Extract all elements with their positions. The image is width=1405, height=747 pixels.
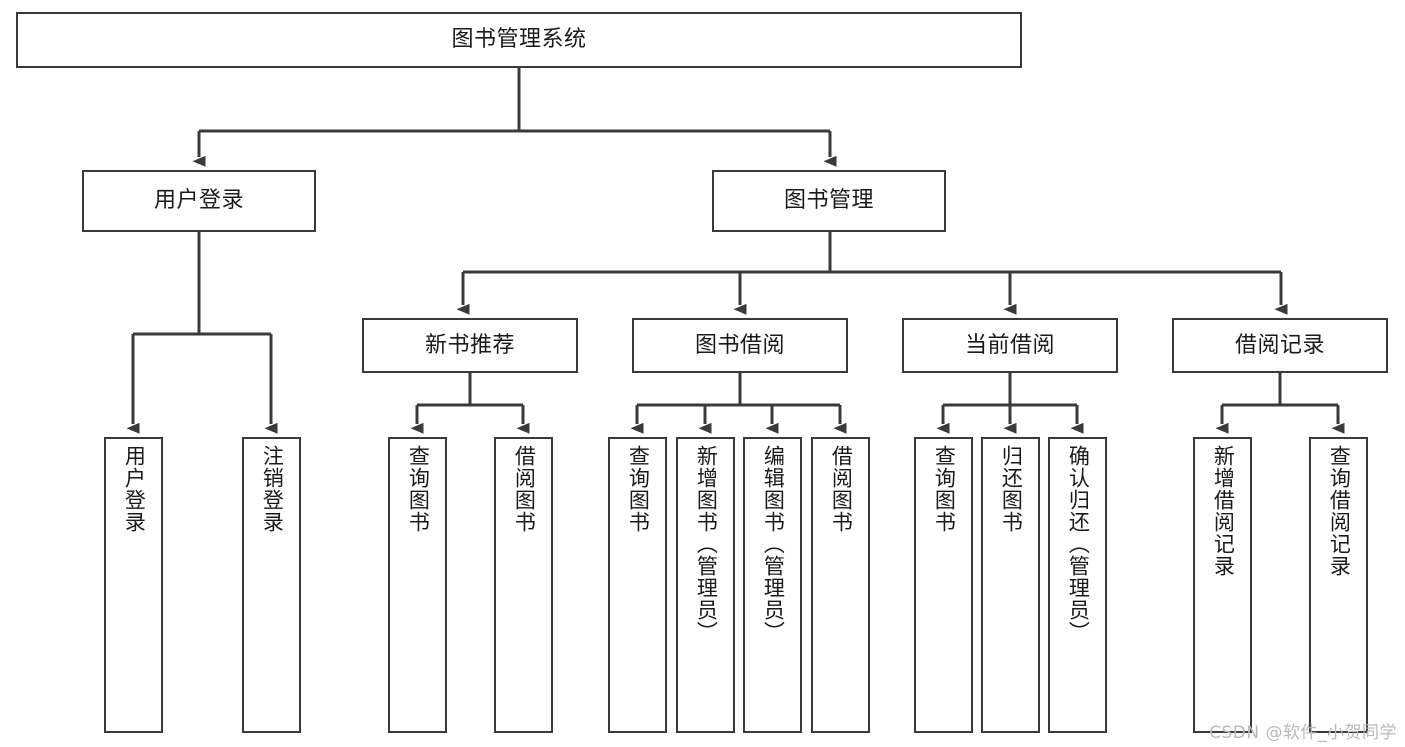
node-leaf-user-logout[interactable]: 注销登录 [242, 437, 301, 733]
node-leaf-edit-book-label: 编辑图书（管理员） [761, 445, 786, 643]
watermark-text: CSDN @软件_小贺同学 [1209, 723, 1397, 743]
node-current-borrow-label: 当前借阅 [964, 332, 1055, 358]
node-leaf-return-book-label: 归还图书 [999, 445, 1024, 533]
node-leaf-borrow-book-2-label: 借阅图书 [829, 445, 854, 533]
node-leaf-query-record[interactable]: 查询借阅记录 [1309, 437, 1368, 733]
node-leaf-return-book[interactable]: 归还图书 [981, 437, 1040, 733]
node-root[interactable]: 图书管理系统 [16, 12, 1022, 68]
node-leaf-borrow-book-1-label: 借阅图书 [512, 445, 537, 533]
node-book-borrow-label: 图书借阅 [694, 332, 785, 358]
node-leaf-add-record[interactable]: 新增借阅记录 [1193, 437, 1252, 733]
node-leaf-query-record-label: 查询借阅记录 [1327, 445, 1352, 577]
node-leaf-query-book-2[interactable]: 查询图书 [608, 437, 667, 733]
node-leaf-confirm-return-label: 确认归还（管理员） [1066, 445, 1091, 643]
node-leaf-query-book-2-label: 查询图书 [626, 445, 651, 533]
node-leaf-user-login[interactable]: 用户登录 [104, 437, 163, 733]
node-leaf-user-login-label: 用户登录 [122, 445, 147, 533]
node-leaf-confirm-return[interactable]: 确认归还（管理员） [1048, 437, 1107, 733]
node-leaf-query-book-1-label: 查询图书 [406, 445, 431, 533]
node-leaf-user-logout-label: 注销登录 [260, 445, 285, 533]
node-book-management[interactable]: 图书管理 [712, 170, 946, 232]
node-leaf-add-record-label: 新增借阅记录 [1211, 445, 1236, 577]
node-new-book-recommend-label: 新书推荐 [424, 332, 515, 358]
node-borrow-record-label: 借阅记录 [1234, 332, 1325, 358]
node-leaf-query-book-1[interactable]: 查询图书 [388, 437, 447, 733]
node-current-borrow[interactable]: 当前借阅 [902, 318, 1118, 373]
node-leaf-borrow-book-1[interactable]: 借阅图书 [494, 437, 553, 733]
node-book-management-label: 图书管理 [783, 188, 874, 214]
node-user-login-label: 用户登录 [153, 188, 244, 214]
node-borrow-record[interactable]: 借阅记录 [1172, 318, 1388, 373]
node-leaf-edit-book[interactable]: 编辑图书（管理员） [743, 437, 802, 733]
node-new-book-recommend[interactable]: 新书推荐 [362, 318, 578, 373]
node-leaf-add-book[interactable]: 新增图书（管理员） [676, 437, 735, 733]
node-leaf-borrow-book-2[interactable]: 借阅图书 [811, 437, 870, 733]
node-user-login[interactable]: 用户登录 [82, 170, 316, 232]
node-leaf-query-book-3[interactable]: 查询图书 [914, 437, 973, 733]
node-leaf-query-book-3-label: 查询图书 [932, 445, 957, 533]
node-root-label: 图书管理系统 [451, 27, 587, 53]
node-book-borrow[interactable]: 图书借阅 [632, 318, 848, 373]
node-leaf-add-book-label: 新增图书（管理员） [694, 445, 719, 643]
